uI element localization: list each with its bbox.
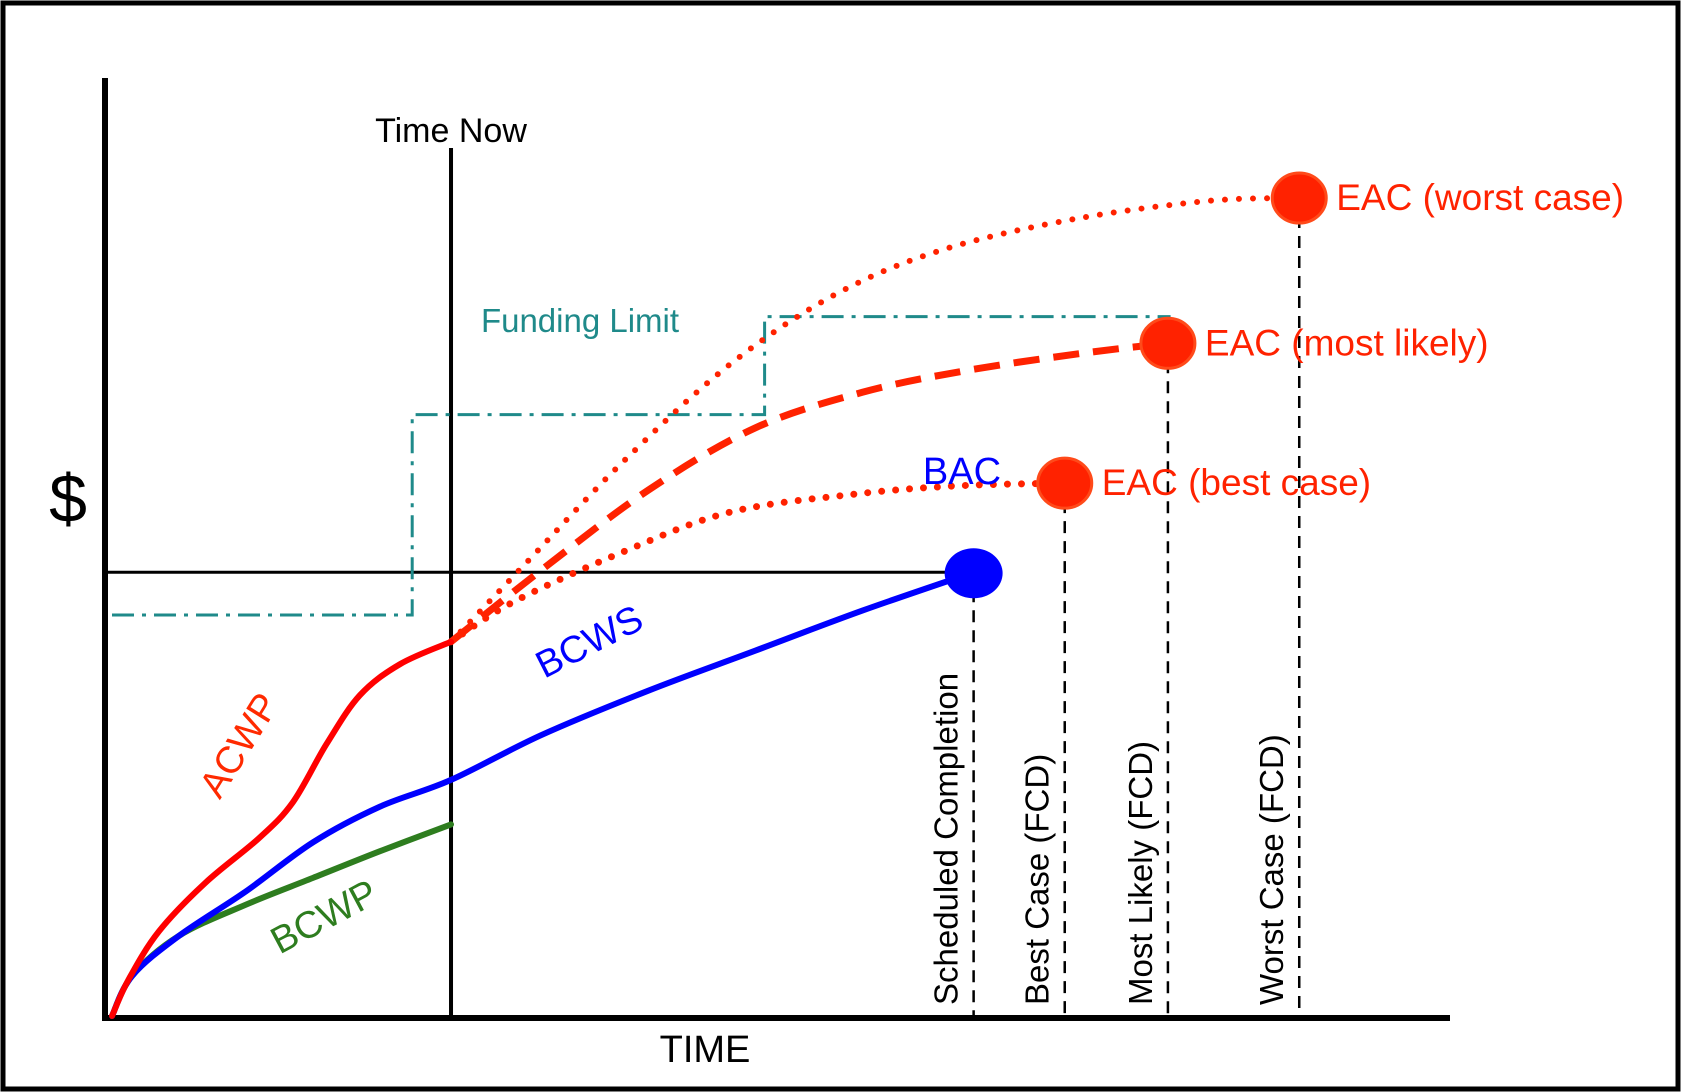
eac-points: EAC (best case) EAC (most likely) EAC (wor… (944, 171, 1624, 599)
acwp-label: ACWP (192, 686, 288, 805)
bac-label: BAC (923, 451, 1001, 493)
series-layer (109, 195, 1303, 1019)
eac-point (1139, 316, 1197, 370)
series-eac-worst-line (448, 195, 1303, 645)
x-axis-label: TIME (660, 1029, 751, 1071)
eac-point (1036, 456, 1094, 510)
series-acwp-line (109, 638, 454, 1019)
y-axis-label: $ (49, 461, 87, 537)
completion-marker-label: Most Likely (FCD) (1122, 741, 1159, 1005)
funding-limit-line (112, 315, 1171, 617)
series-eac-best-line (447, 479, 1069, 646)
bac-point (944, 548, 1003, 599)
completion-marker-label: Worst Case (FCD) (1253, 734, 1290, 1005)
funding-limit-label: Funding Limit (481, 302, 679, 339)
bcws-label: BCWS (529, 598, 650, 687)
eac-point-label: EAC (worst case) (1336, 177, 1624, 218)
completion-marker-label: Scheduled Completion (928, 673, 965, 1005)
completion-markers: Scheduled Completion Best Case (FCD) Most … (928, 216, 1301, 1016)
eac-point (1270, 171, 1328, 225)
eac-point-label: EAC (best case) (1102, 462, 1371, 503)
bcwp-label: BCWP (264, 872, 384, 963)
series-eac-likely-line (448, 339, 1169, 645)
completion-marker-label: Best Case (FCD) (1019, 754, 1056, 1005)
series-bcws-line (109, 569, 977, 1019)
eac-point-label: EAC (most likely) (1205, 322, 1489, 363)
time-now-label: Time Now (375, 112, 527, 150)
